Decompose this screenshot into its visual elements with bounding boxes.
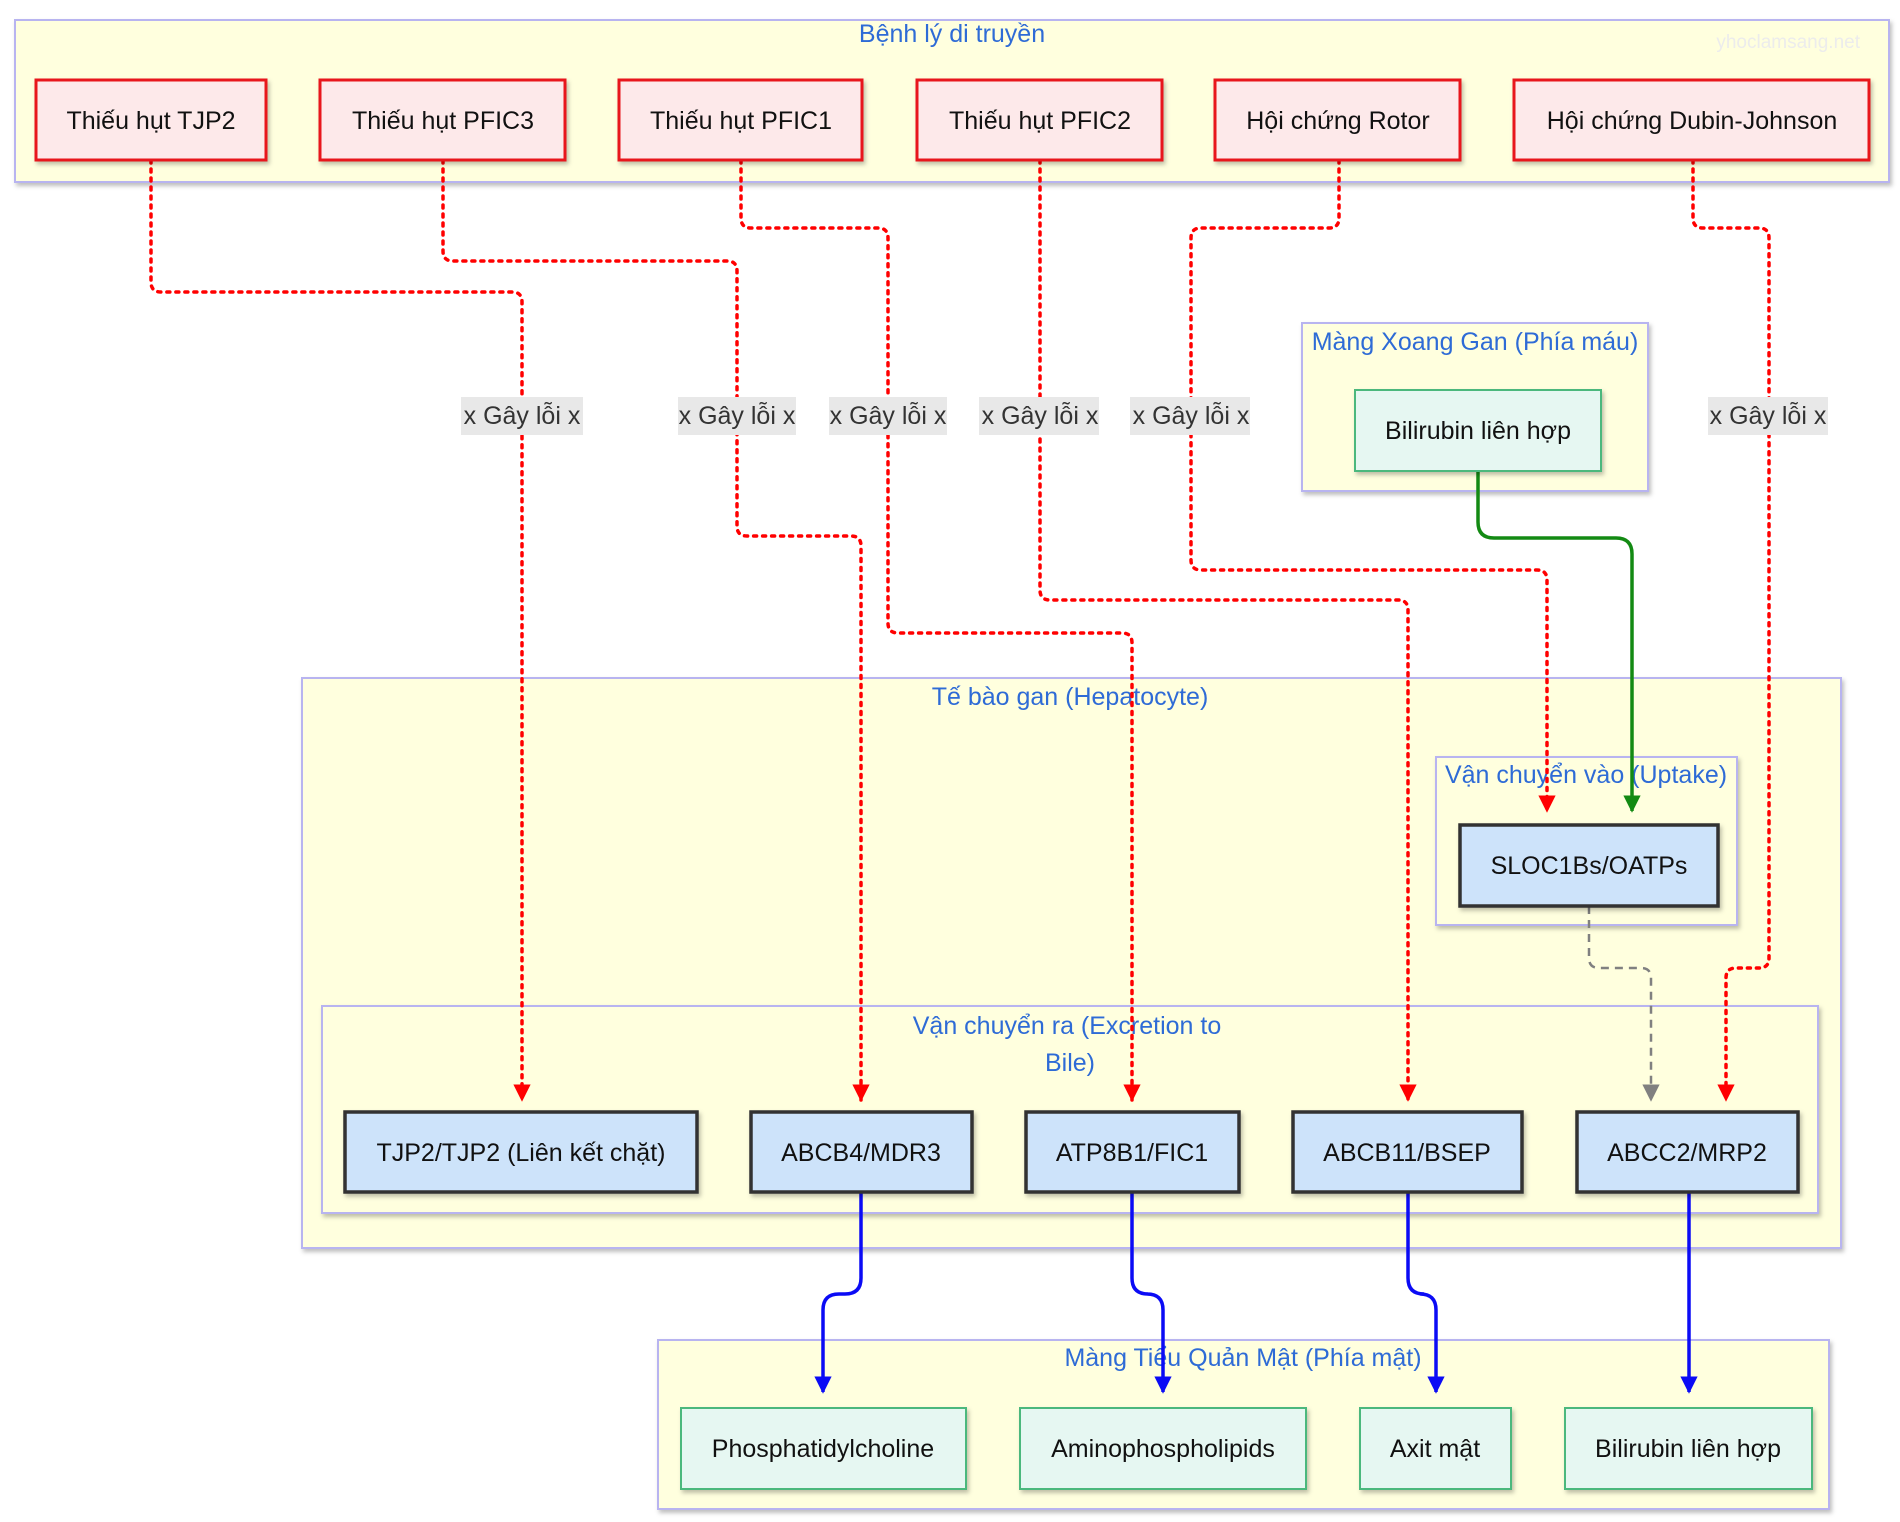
watermark-text: yhoclamsang.net bbox=[1716, 32, 1860, 53]
svg-text:Hội chứng Dubin-Johnson: Hội chứng Dubin-Johnson bbox=[1547, 107, 1838, 135]
node-aminophospholipids: Aminophospholipids bbox=[1019, 1407, 1307, 1490]
cluster-genetic-title: Bệnh lý di truyền bbox=[859, 20, 1045, 48]
node-phosphatidylcholine: Phosphatidylcholine bbox=[680, 1407, 967, 1490]
svg-text:TJP2/TJP2 (Liên kết chặt): TJP2/TJP2 (Liên kết chặt) bbox=[376, 1139, 665, 1167]
node-abcb11-transporter: ABCB11/BSEP bbox=[1291, 1110, 1524, 1194]
edge-label-pfic1: x Gây lỗi x bbox=[829, 397, 947, 435]
edge-label-pfic2: x Gây lỗi x bbox=[979, 397, 1099, 435]
edge-label-tjp2: x Gây lỗi x bbox=[461, 397, 583, 435]
edge-atp8b1-to-aminophospholipids bbox=[1130, 1192, 1172, 1394]
svg-text:Bilirubin liên hợp: Bilirubin liên hợp bbox=[1385, 417, 1571, 445]
svg-text:Axit mật: Axit mật bbox=[1390, 1435, 1480, 1463]
edge-dubin-johnson-to-abcc2 bbox=[1691, 158, 1771, 1102]
node-blood-bilirubin: Bilirubin liên hợp bbox=[1354, 389, 1602, 472]
edge-tjp2-deficiency-to-tjp2 bbox=[149, 158, 531, 1102]
svg-text:SLOC1Bs/OATPs: SLOC1Bs/OATPs bbox=[1491, 852, 1688, 880]
node-atp8b1-transporter: ATP8B1/FIC1 bbox=[1024, 1110, 1241, 1194]
svg-text:ATP8B1/FIC1: ATP8B1/FIC1 bbox=[1056, 1139, 1208, 1167]
node-rotor-syndrome: Hội chứng Rotor bbox=[1213, 78, 1462, 162]
svg-text:x Gây lỗi x: x Gây lỗi x bbox=[1133, 401, 1250, 430]
svg-text:x Gây lỗi x: x Gây lỗi x bbox=[679, 401, 796, 430]
svg-text:ABCB11/BSEP: ABCB11/BSEP bbox=[1323, 1139, 1491, 1167]
node-abcb4-transporter: ABCB4/MDR3 bbox=[749, 1110, 974, 1194]
svg-text:ABCC2/MRP2: ABCC2/MRP2 bbox=[1607, 1139, 1767, 1167]
node-bile-acid: Axit mật bbox=[1359, 1407, 1512, 1490]
edge-pfic1-to-atp8b1 bbox=[739, 158, 1141, 1102]
edge-blood-bilirubin-to-slco bbox=[1476, 471, 1641, 813]
cluster-excretion-title-line2: Bile) bbox=[1045, 1049, 1095, 1077]
node-abcc2-transporter: ABCC2/MRP2 bbox=[1575, 1110, 1800, 1194]
node-tjp2-deficiency: Thiếu hụt TJP2 bbox=[34, 78, 268, 162]
edge-label-rotor: x Gây lỗi x bbox=[1130, 397, 1250, 435]
node-pfic2-deficiency: Thiếu hụt PFIC2 bbox=[915, 78, 1164, 162]
edge-abcb4-to-phosphatidylcholine bbox=[814, 1192, 863, 1394]
svg-text:Bilirubin liên hợp: Bilirubin liên hợp bbox=[1595, 1435, 1781, 1463]
svg-text:Phosphatidylcholine: Phosphatidylcholine bbox=[712, 1435, 934, 1463]
svg-text:Aminophospholipids: Aminophospholipids bbox=[1051, 1435, 1275, 1463]
edge-slco-to-abcc2 bbox=[1587, 906, 1660, 1102]
node-slco-transporter: SLOC1Bs/OATPs bbox=[1458, 823, 1720, 908]
svg-text:ABCB4/MDR3: ABCB4/MDR3 bbox=[781, 1139, 941, 1167]
svg-text:Thiếu hụt PFIC3: Thiếu hụt PFIC3 bbox=[352, 107, 534, 135]
node-tjp2-protein: TJP2/TJP2 (Liên kết chặt) bbox=[343, 1110, 699, 1194]
svg-text:Thiếu hụt TJP2: Thiếu hụt TJP2 bbox=[66, 107, 235, 135]
cluster-excretion-title-line1: Vận chuyển ra (Excretion to bbox=[913, 1012, 1222, 1040]
svg-text:Thiếu hụt PFIC2: Thiếu hụt PFIC2 bbox=[949, 107, 1131, 135]
cluster-uptake-title: Vận chuyển vào (Uptake) bbox=[1445, 761, 1727, 789]
svg-text:Thiếu hụt PFIC1: Thiếu hụt PFIC1 bbox=[650, 107, 832, 135]
edge-label-pfic3: x Gây lỗi x bbox=[678, 397, 796, 435]
node-bile-bilirubin: Bilirubin liên hợp bbox=[1564, 1407, 1813, 1490]
cluster-sinusoid-title: Màng Xoang Gan (Phía máu) bbox=[1312, 328, 1639, 356]
node-pfic3-deficiency: Thiếu hụt PFIC3 bbox=[318, 78, 567, 162]
svg-text:x Gây lỗi x: x Gây lỗi x bbox=[830, 401, 947, 430]
excretion-edges bbox=[814, 1192, 1698, 1394]
node-dubin-johnson-syndrome: Hội chứng Dubin-Johnson bbox=[1512, 78, 1871, 162]
svg-text:x Gây lỗi x: x Gây lỗi x bbox=[982, 401, 1099, 430]
edge-label-dubin: x Gây lỗi x bbox=[1708, 397, 1828, 435]
svg-text:x Gây lỗi x: x Gây lỗi x bbox=[464, 401, 581, 430]
cluster-canalicular-title: Màng Tiểu Quản Mật (Phía mật) bbox=[1064, 1344, 1421, 1372]
svg-text:x Gây lỗi x: x Gây lỗi x bbox=[1710, 401, 1827, 430]
edge-pfic2-to-abcb11 bbox=[1038, 158, 1417, 1102]
node-pfic1-deficiency: Thiếu hụt PFIC1 bbox=[617, 78, 864, 162]
svg-text:Hội chứng Rotor: Hội chứng Rotor bbox=[1246, 107, 1429, 135]
edge-abcb11-to-bile-acid bbox=[1406, 1192, 1445, 1394]
cluster-hepatocyte-title: Tế bào gan (Hepatocyte) bbox=[932, 683, 1209, 711]
